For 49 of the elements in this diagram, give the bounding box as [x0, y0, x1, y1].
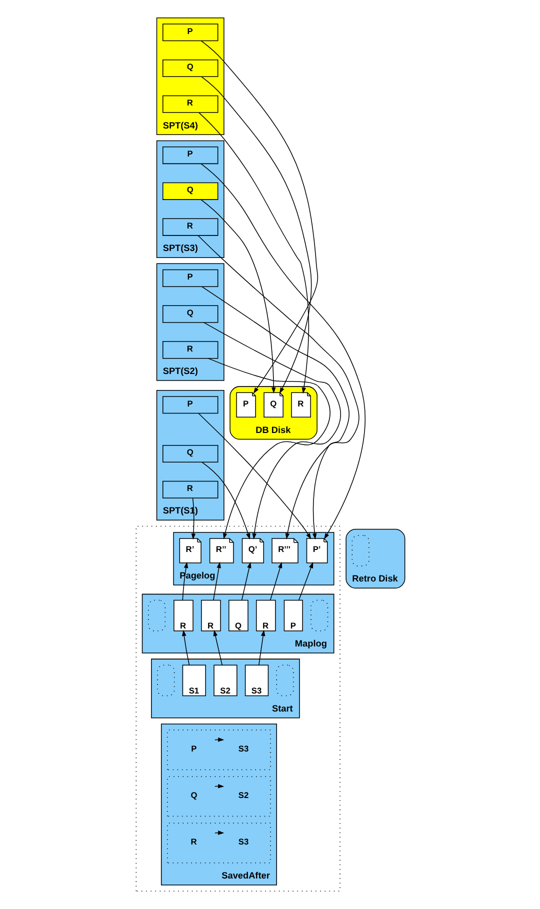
arrow	[190, 498, 196, 540]
node-box: S1	[182, 664, 206, 696]
node-text: S3	[238, 836, 248, 846]
node-box: P	[162, 396, 218, 414]
arrow	[200, 199, 276, 394]
node-box	[310, 600, 328, 632]
node-box: R	[200, 600, 220, 632]
node-box: P	[162, 24, 218, 42]
node-box: Q	[162, 182, 218, 200]
node-box	[156, 664, 174, 696]
node-box: Q	[162, 60, 218, 78]
node-box: R	[173, 600, 193, 632]
arrow	[203, 322, 341, 540]
cluster: Retro Disk	[345, 528, 405, 588]
node-box: Q	[228, 600, 248, 632]
node-box: S2	[213, 664, 237, 696]
node-text: R	[190, 836, 196, 846]
node-box: R	[162, 95, 218, 113]
node-box: R	[162, 341, 218, 359]
arrow	[207, 358, 330, 540]
node-box	[351, 535, 369, 566]
arrow	[182, 562, 188, 600]
cluster	[135, 526, 340, 892]
node-box: Q	[162, 444, 218, 463]
node-box: P	[283, 600, 302, 632]
node-box: R	[162, 218, 218, 236]
node-box	[147, 600, 166, 632]
arrow	[201, 286, 349, 540]
node-text: P	[190, 743, 196, 754]
node-box: R	[256, 600, 276, 632]
arrow	[201, 462, 250, 540]
arrow	[200, 76, 312, 394]
node-box: R	[162, 480, 218, 498]
arrow	[200, 163, 365, 540]
node-box: P	[162, 269, 218, 287]
node-text: Q	[190, 790, 197, 800]
node-box	[276, 664, 294, 696]
cluster	[166, 776, 270, 817]
arrow	[197, 235, 359, 540]
cluster	[166, 730, 270, 770]
node-box: Q	[162, 305, 218, 323]
node-box: P	[162, 146, 218, 164]
cluster	[166, 822, 270, 864]
node-text: S2	[238, 790, 248, 800]
arrow	[200, 40, 318, 394]
arrow	[198, 412, 311, 540]
arrow	[198, 112, 309, 394]
node-box: S3	[244, 664, 268, 696]
node-text: S3	[238, 743, 248, 754]
